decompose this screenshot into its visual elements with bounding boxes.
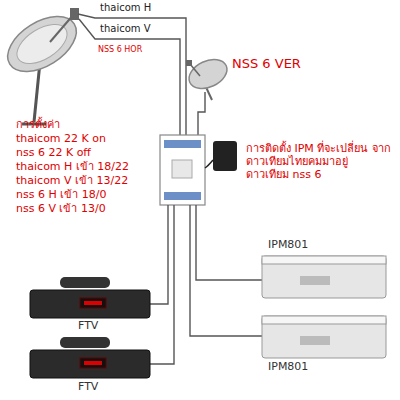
install-note: การติดตั้ง IPM ที่จะเปลี่ยน จากดาวเทียมไ…: [246, 142, 394, 182]
settings-heading: การตั้งค่า: [16, 118, 60, 131]
settings-line: thaicom V เข้า 13/22: [16, 174, 128, 187]
ftv-receiver: [30, 277, 150, 378]
large-dish: [0, 5, 86, 124]
input-wires: [78, 14, 205, 135]
settings-line: thaicom 22 K on: [16, 132, 106, 145]
receiver-label: FTV: [78, 320, 101, 335]
node-text: IPM801: [268, 239, 311, 252]
node-text: IPM801: [268, 361, 311, 374]
multiswitch: [160, 135, 205, 205]
settings-line: nss 6 H เข้า 18/0: [16, 188, 106, 201]
small-dish: [184, 54, 231, 100]
node-text: FTV: [78, 320, 101, 333]
node-text: NSS 6 VER: [232, 57, 303, 72]
ipm801-receiver: [262, 256, 386, 358]
wire-label: thaicom H: [100, 2, 151, 14]
receiver-label: IPM801: [268, 239, 311, 254]
receiver-label: IPM801: [268, 361, 311, 376]
dish-label: NSS 6 VER: [232, 57, 303, 74]
wire-label: thaicom V: [100, 23, 151, 35]
output-wires: [150, 205, 262, 364]
receiver-label: FTV: [78, 381, 101, 396]
power-adapter: [205, 141, 237, 171]
node-text: FTV: [78, 381, 101, 394]
lnb-label: NSS 6 HOR: [98, 45, 142, 55]
settings-line: thaicom H เข้า 18/22: [16, 160, 129, 173]
settings-line: nss 6 V เข้า 13/0: [16, 202, 106, 215]
settings-line: nss 6 22 K off: [16, 146, 91, 159]
